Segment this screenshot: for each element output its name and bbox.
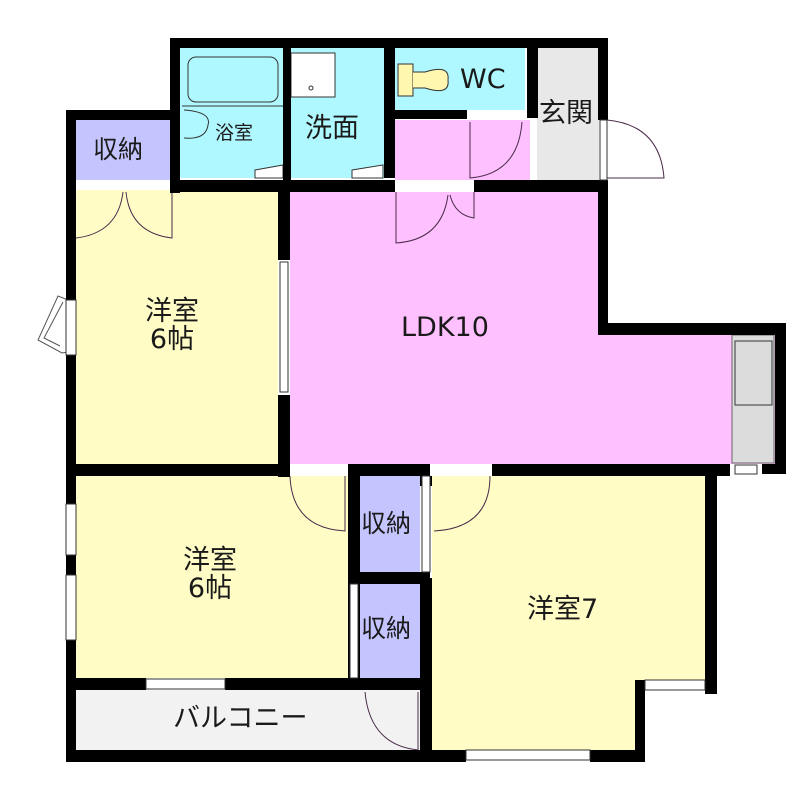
bedroom-bottom-right-label: 洋室7 [527, 594, 599, 625]
windows [65, 261, 758, 761]
kitchen-vent [734, 464, 758, 475]
bedroom7-door-swing [433, 475, 491, 532]
window-bedroom7-bottom [465, 749, 591, 761]
ldk-label: LDK10 [401, 312, 489, 343]
walls [66, 38, 786, 762]
ldk-fill [290, 192, 775, 464]
bedroom-top-left-size: 6帖 [149, 324, 195, 356]
bedroom-bottom-right-fill [432, 476, 705, 750]
room-fills [76, 48, 775, 750]
hall-fill [395, 120, 530, 180]
window-bedroom-left [65, 299, 77, 356]
storage-middle-upper-fill [360, 476, 420, 572]
storage-door-swing-right [125, 191, 173, 239]
balcony-fill [76, 690, 421, 750]
toilet-door-swing [469, 121, 523, 179]
bath-stool-icon [183, 109, 209, 139]
storage-middle-lower-fill [360, 584, 420, 678]
bedroom-top-left-label: 洋室 6帖 [145, 296, 199, 356]
bath-label: 浴室 [215, 122, 254, 144]
bedroom-top-left-type: 洋室 [145, 296, 199, 327]
entrance-label: 玄関 [539, 98, 593, 129]
bedroom-door-swing [289, 475, 346, 532]
entrance-fill [537, 48, 599, 180]
window-bedroom7-right [644, 679, 706, 691]
toilet-label: WC [460, 64, 506, 95]
window-bedroom-bottom-left-1 [65, 503, 77, 556]
toilet-bowl-icon [413, 68, 449, 92]
storage-top-left-label: 収納 [93, 135, 144, 164]
window-balcony [145, 678, 226, 690]
doors [37, 119, 665, 751]
bay-window-icon [37, 295, 69, 354]
bedroom-bottom-left-size: 6帖 [187, 573, 233, 605]
storage-door-swing-left [75, 191, 124, 239]
toilet-tank-icon [397, 63, 414, 97]
ldk-door-swing-small [449, 192, 475, 219]
storage-middle-lower-label: 収納 [361, 614, 412, 643]
window-bedroom-bottom-left-2 [65, 574, 77, 641]
balcony-label: バルコニー [173, 703, 308, 734]
bedroom-bottom-left-label: 洋室 6帖 [183, 545, 237, 605]
bathtub-icon [187, 56, 279, 103]
storage-top-left-fill [76, 120, 176, 180]
washroom-label: 洗面 [305, 113, 359, 144]
bedroom-bottom-left-type: 洋室 [183, 545, 237, 576]
ldk-door-swing [395, 192, 449, 244]
bath-fill [180, 48, 285, 178]
storage-middle-upper-label: 収納 [361, 509, 412, 538]
sliding-door-storage-lower [349, 583, 359, 679]
balcony-door-swing [364, 691, 419, 751]
entrance-step-line [599, 119, 608, 181]
fixtures [182, 52, 449, 139]
bedroom-top-left-fill [76, 190, 278, 465]
sliding-door-storage-upper [421, 475, 431, 573]
entrance-door-swing [606, 119, 665, 179]
washing-machine-icon [290, 52, 336, 98]
sink [734, 340, 773, 406]
bedroom-bottom-left-fill [76, 476, 348, 678]
sliding-door-ldk-bedroom [279, 261, 289, 393]
